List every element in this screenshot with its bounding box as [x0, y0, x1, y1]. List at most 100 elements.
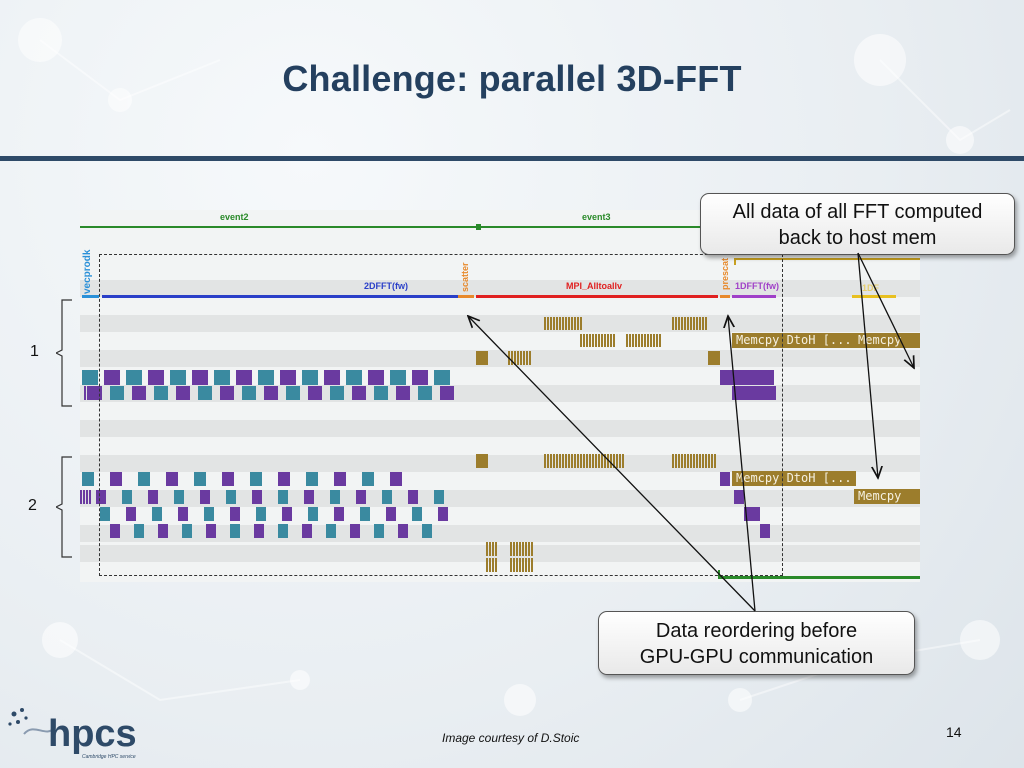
kernel-block [126, 507, 136, 521]
kernel-block [687, 317, 689, 330]
kernel-block [610, 334, 612, 347]
kernel-block [547, 454, 549, 468]
kernel-block [604, 454, 606, 468]
kernel-block [598, 334, 600, 347]
kernel-block [696, 454, 698, 468]
fft1d-partial-range [852, 295, 896, 298]
kernel-block [412, 507, 422, 521]
highlight-region [99, 254, 783, 576]
kernel-block [386, 507, 396, 521]
kernel-block [544, 454, 546, 468]
page-number: 14 [946, 724, 962, 740]
kernel-block [88, 386, 102, 400]
kernel-block [236, 370, 252, 385]
kernel-block [656, 334, 658, 347]
kernel-block [520, 351, 522, 365]
fft1d-range [732, 295, 776, 298]
kernel-block [653, 334, 655, 347]
kernel-block [580, 334, 582, 347]
scatter-range [458, 295, 474, 298]
kernel-block [511, 351, 513, 365]
kernel-block [607, 454, 609, 468]
kernel-block [638, 334, 640, 347]
kernel-block [110, 386, 124, 400]
kernel-block [550, 454, 552, 468]
kernel-block [166, 472, 178, 486]
kernel-block [531, 558, 533, 572]
kernel-block [334, 507, 344, 521]
kernel-block [641, 334, 643, 347]
kernel-block [368, 370, 384, 385]
memcpy-block: Memcpy [854, 333, 920, 348]
kernel-block [696, 317, 698, 330]
kernel-block [592, 454, 594, 468]
kernel-block [675, 317, 677, 330]
timeline-row [80, 315, 920, 332]
kernel-block [565, 454, 567, 468]
kernel-block [583, 454, 585, 468]
kernel-block [577, 317, 579, 330]
kernel-block [170, 370, 186, 385]
callout-reorder-line1: Data reordering before [655, 620, 858, 642]
kernel-block [422, 524, 432, 538]
kernel-block [565, 317, 567, 330]
group-brace-2 [56, 456, 72, 558]
kernel-block [629, 334, 631, 347]
kernel-block [622, 454, 624, 468]
kernel-block [528, 558, 530, 572]
kernel-block [553, 454, 555, 468]
image-credit: Image courtesy of D.Stoic [442, 731, 580, 745]
fft2d-range [102, 295, 458, 298]
kernel-block [619, 454, 621, 468]
hpcs-logo: hpcs Cambridge HPC service [8, 708, 137, 760]
kernel-block [346, 370, 362, 385]
kernel-block [434, 490, 444, 504]
kernel-block [330, 386, 344, 400]
kernel-block [308, 507, 318, 521]
kernel-block [601, 454, 603, 468]
slide-title: Challenge: parallel 3D-FFT [282, 58, 742, 99]
kernel-block [82, 472, 94, 486]
group-label-2: 2 [28, 497, 37, 514]
kernel-block [286, 386, 300, 400]
kernel-block [574, 454, 576, 468]
kernel-block [486, 558, 488, 572]
kernel-block [529, 351, 531, 365]
kernel-block [226, 490, 236, 504]
kernel-block [83, 490, 85, 504]
kernel-block [486, 542, 488, 556]
kernel-block [390, 472, 402, 486]
kernel-block [556, 454, 558, 468]
kernel-block [760, 524, 770, 538]
kernel-block [278, 490, 288, 504]
kernel-block [580, 317, 582, 330]
fft1d-partial-label: 1DF [862, 283, 880, 293]
kernel-block [607, 334, 609, 347]
kernel-block [613, 454, 615, 468]
kernel-block [684, 317, 686, 330]
kernel-block [526, 351, 528, 365]
kernel-block [559, 454, 561, 468]
kernel-block [562, 317, 564, 330]
kernel-block [650, 334, 652, 347]
kernel-block [82, 370, 98, 385]
kernel-block [122, 490, 132, 504]
kernel-block [230, 524, 240, 538]
kernel-block [699, 454, 701, 468]
kernel-block [134, 524, 144, 538]
kernel-block [476, 351, 488, 365]
kernel-block [192, 370, 208, 385]
kernel-block [647, 334, 649, 347]
kernel-block [174, 490, 184, 504]
kernel-block [708, 351, 720, 365]
kernel-block [516, 558, 518, 572]
kernel-block [513, 558, 515, 572]
kernel-block [495, 558, 497, 572]
kernel-block [699, 317, 701, 330]
kernel-block [550, 317, 552, 330]
kernel-block [220, 386, 234, 400]
kernel-block [492, 558, 494, 572]
kernel-block [110, 524, 120, 538]
kernel-block [408, 490, 418, 504]
kernel-block [702, 454, 704, 468]
